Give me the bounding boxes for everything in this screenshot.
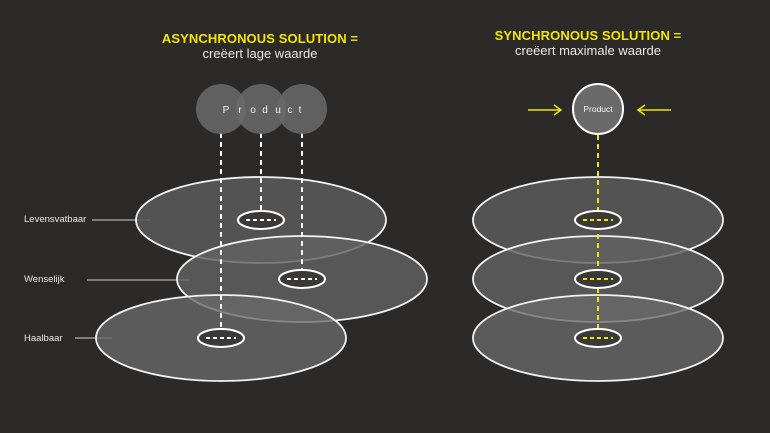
async-subtitle: creëert lage waarde: [202, 46, 318, 61]
product-circle-1: [196, 84, 246, 134]
sync-title: SYNCHRONOUS SOLUTION =: [494, 28, 682, 43]
product-letters: P r o d u c t: [223, 105, 302, 116]
label-levensvatbaar: Levensvatbaar: [24, 214, 87, 225]
product-circle-3: [277, 84, 327, 134]
product-letter: c: [288, 105, 293, 116]
async-heading: ASYNCHRONOUS SOLUTION = creëert lage waa…: [130, 31, 390, 61]
product-letter: d: [262, 105, 268, 116]
product-circle-2: [236, 84, 286, 134]
sync-subtitle: creëert maximale waarde: [515, 43, 661, 58]
label-wenselijk: Wenselijk: [24, 274, 65, 285]
product-letter: t: [299, 105, 302, 116]
product-letter: P: [223, 105, 230, 116]
sync-heading: SYNCHRONOUS SOLUTION = creëert maximale …: [458, 28, 718, 58]
product-label: Product: [583, 104, 613, 114]
arrow-left-icon: [636, 104, 671, 116]
arrow-right-icon: [528, 104, 563, 116]
label-haalbaar: Haalbaar: [24, 333, 63, 344]
product-letter: u: [275, 105, 281, 116]
product-letter: o: [250, 105, 256, 116]
product-letter: r: [238, 105, 242, 116]
async-title: ASYNCHRONOUS SOLUTION =: [161, 31, 359, 46]
product-circle-sync: [572, 83, 624, 135]
